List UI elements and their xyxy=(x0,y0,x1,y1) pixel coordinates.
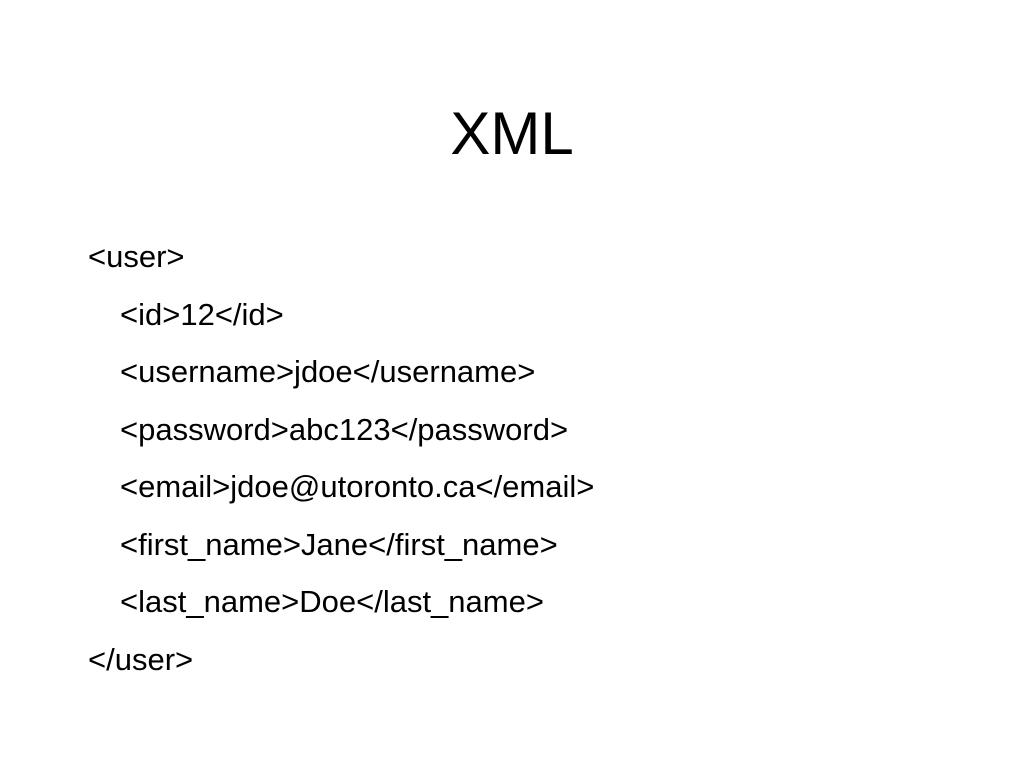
xml-code-block: <user> <id>12</id> <username>jdoe</usern… xyxy=(88,228,968,688)
code-line-email: <email>jdoe@utoronto.ca</email> xyxy=(120,469,595,504)
slide-title: XML xyxy=(450,100,574,167)
code-line-first-name: <first_name>Jane</first_name> xyxy=(120,526,558,562)
code-line-id: <id>12</id> xyxy=(120,296,284,332)
code-line-last-name: <last_name>Doe</last_name> xyxy=(120,584,544,619)
code-line-user-close: </user> xyxy=(88,641,194,677)
code-line-user-open: <user> xyxy=(88,239,185,274)
code-line-username: <username>jdoe</username> xyxy=(120,354,536,389)
code-line-password: <password>abc123</password> xyxy=(120,411,569,447)
